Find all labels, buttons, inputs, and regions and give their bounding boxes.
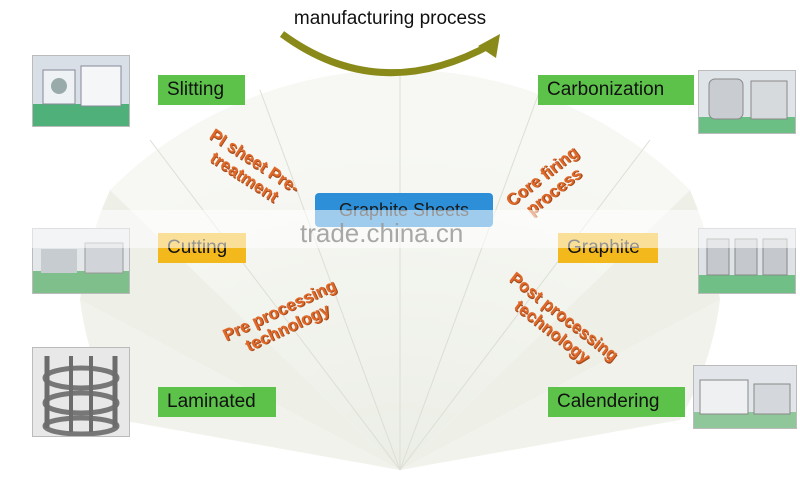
step-slitting: Slitting — [158, 75, 245, 105]
watermark-text: trade.china.cn — [300, 218, 464, 248]
carbonization-furnace-photo — [698, 70, 796, 134]
calendering-machine-photo — [693, 365, 797, 429]
curved-arrow-icon — [279, 31, 500, 77]
step-carbonization: Carbonization — [538, 75, 694, 105]
step-calendering: Calendering — [548, 387, 685, 417]
slitting-machine-photo — [32, 55, 130, 127]
laminated-rack-photo — [32, 347, 130, 437]
watermark-band — [0, 210, 800, 248]
page-title: manufacturing process — [293, 8, 487, 29]
step-laminated: Laminated — [158, 387, 276, 417]
